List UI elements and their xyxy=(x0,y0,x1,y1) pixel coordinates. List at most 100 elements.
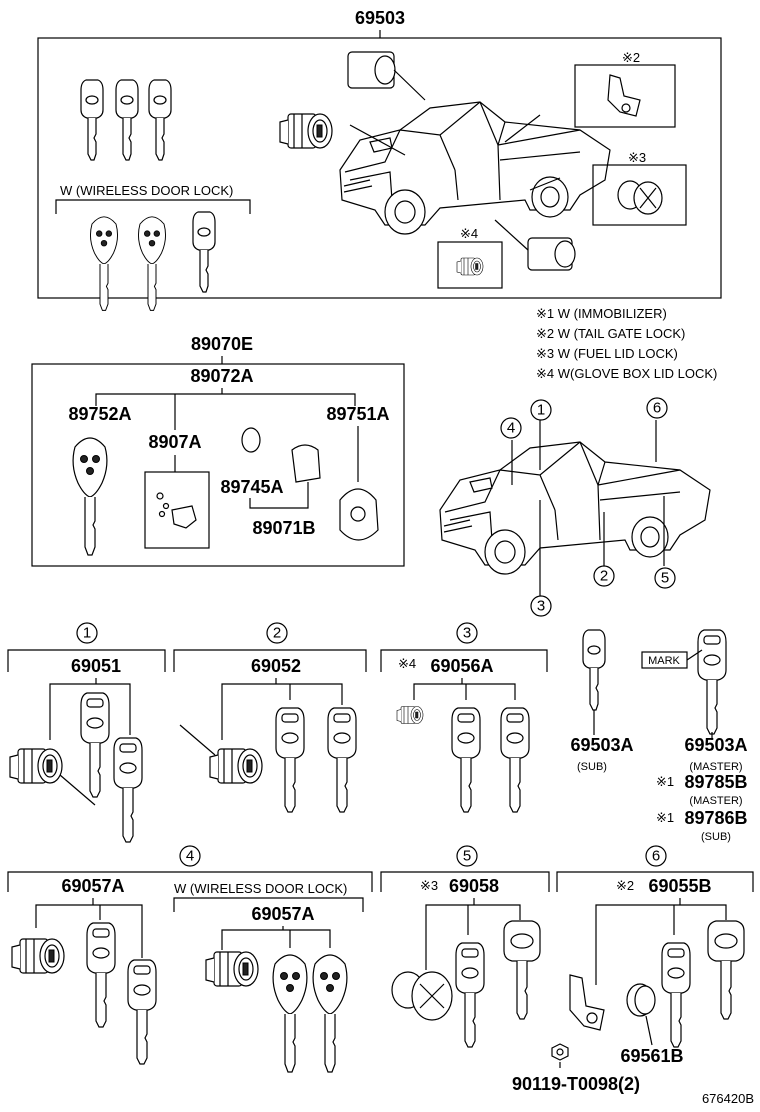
note-1: ※1 W (IMMOBILIZER) xyxy=(536,306,667,321)
note-4: ※4 W(GLOVE BOX LID LOCK) xyxy=(536,366,717,381)
remote-center-part: 8907A xyxy=(148,432,201,452)
callout-2-label: ※2 xyxy=(622,50,640,65)
sub-key-label: (SUB) xyxy=(577,761,607,773)
truck-illustration xyxy=(339,101,611,235)
lock-cylinder-icon xyxy=(9,748,63,784)
key-icon xyxy=(661,942,691,1048)
truck-callouts: 1 2 3 4 5 6 xyxy=(500,397,676,617)
lock-cylinder-icon xyxy=(11,938,65,974)
set-2-index: 2 xyxy=(273,625,281,642)
master-key-icon xyxy=(697,629,727,735)
set-4-wireless-part: 69057A xyxy=(251,904,314,924)
tailgate-lock-icon xyxy=(569,974,605,1031)
set-6-sub-part: 69561B xyxy=(620,1046,683,1066)
transponder-sub-part: 89786B xyxy=(684,808,747,828)
ignition-switch-icon xyxy=(347,51,426,101)
door-lock-cylinder-icon xyxy=(279,113,333,149)
truck-locator-illustration xyxy=(439,441,711,575)
master-key-label: (MASTER) xyxy=(689,761,742,773)
key-icon xyxy=(80,79,172,161)
key-icon xyxy=(80,692,110,798)
key-icon xyxy=(113,737,143,843)
key-icon xyxy=(327,707,357,813)
transponder-prefix-1: ※1 xyxy=(656,774,674,789)
transmitter-board-box xyxy=(144,471,210,549)
remote-key-icon xyxy=(272,954,308,1073)
circuit-board-icon xyxy=(156,492,197,529)
set-1-index: 1 xyxy=(83,625,91,642)
remote-inner-part: 89072A xyxy=(190,366,253,386)
callout-3-label: ※3 xyxy=(628,150,646,165)
svg-text:4: 4 xyxy=(507,420,515,437)
key-icon xyxy=(455,942,485,1048)
illustration-id: 676420B xyxy=(702,1091,754,1106)
glove-box-lock-icon xyxy=(396,706,424,724)
set-6-index: 6 xyxy=(652,848,660,865)
wireless-label-top: W (WIRELESS DOOR LOCK) xyxy=(60,183,233,198)
svg-text:1: 1 xyxy=(537,402,545,419)
fuel-lid-lock-icon xyxy=(391,971,453,1021)
set-6-nut-part: 90119-T0098(2) xyxy=(512,1074,640,1094)
key-icon xyxy=(86,922,116,1028)
remote-key-icon xyxy=(89,211,216,311)
sub-key-icon xyxy=(582,629,606,711)
lock-cylinder-icon xyxy=(209,748,263,784)
remote-key-icon xyxy=(312,954,348,1073)
set-1-part: 69051 xyxy=(71,656,121,676)
callout-4-label: ※4 xyxy=(460,226,478,241)
fuel-lid-lock-box xyxy=(592,164,687,226)
set-6-prefix: ※2 xyxy=(616,878,634,893)
set-3-prefix: ※4 xyxy=(398,656,416,671)
svg-text:6: 6 xyxy=(653,400,661,417)
sub-key-part: 69503A xyxy=(570,735,633,755)
remote-right-fob-part: 89751A xyxy=(326,404,389,424)
transponder-prefix-2: ※1 xyxy=(656,810,674,825)
battery-part: 89745A xyxy=(220,477,283,497)
set-3-index: 3 xyxy=(463,625,471,642)
note-2: ※2 W (TAIL GATE LOCK) xyxy=(536,326,685,341)
remote-outer-part: 89070E xyxy=(191,334,253,354)
set-4-index: 4 xyxy=(186,848,194,865)
set-5-index: 5 xyxy=(463,848,471,865)
fob-case-icon xyxy=(291,444,321,483)
note-3: ※3 W (FUEL LID LOCK) xyxy=(536,346,678,361)
transponder-master-part: 89785B xyxy=(684,772,747,792)
remote-left-key-part: 89752A xyxy=(68,404,131,424)
key-icon xyxy=(503,920,541,1020)
key-icon xyxy=(451,707,481,813)
key-icon xyxy=(127,959,157,1065)
lock-cover-icon xyxy=(626,983,656,1017)
remote-fob-icon xyxy=(339,488,379,541)
set-6-part: 69055B xyxy=(648,876,711,896)
top-part-number: 69503 xyxy=(355,8,405,28)
nut-icon xyxy=(551,1043,569,1061)
remote-group-box xyxy=(31,363,405,567)
top-group-box xyxy=(37,37,722,299)
transponder-master-label: (MASTER) xyxy=(689,795,742,807)
set-5-part: 69058 xyxy=(449,876,499,896)
glove-box-lock-box xyxy=(437,241,503,289)
key-icon xyxy=(275,707,305,813)
set-5-prefix: ※3 xyxy=(420,878,438,893)
glove-box-lock-icon xyxy=(456,257,484,276)
lock-cylinder-icon xyxy=(205,951,259,987)
key-icon xyxy=(500,707,530,813)
set-3-part: 69056A xyxy=(430,656,493,676)
mark-label: MARK xyxy=(648,655,680,667)
tailgate-lock-icon xyxy=(607,74,641,117)
battery-icon xyxy=(241,427,261,453)
svg-text:3: 3 xyxy=(537,598,545,615)
master-key-part: 69503A xyxy=(684,735,747,755)
door-lock-assembly-icon xyxy=(494,219,576,271)
svg-text:5: 5 xyxy=(661,570,669,587)
remote-key-icon xyxy=(72,437,108,556)
key-icon xyxy=(707,920,745,1020)
set-4-part: 69057A xyxy=(61,876,124,896)
tailgate-lock-box xyxy=(574,64,676,128)
svg-text:2: 2 xyxy=(600,568,608,585)
fuel-lid-lock-icon xyxy=(617,180,663,215)
case-part: 89071B xyxy=(252,518,315,538)
set-2-part: 69052 xyxy=(251,656,301,676)
transponder-sub-label: (SUB) xyxy=(701,831,731,843)
